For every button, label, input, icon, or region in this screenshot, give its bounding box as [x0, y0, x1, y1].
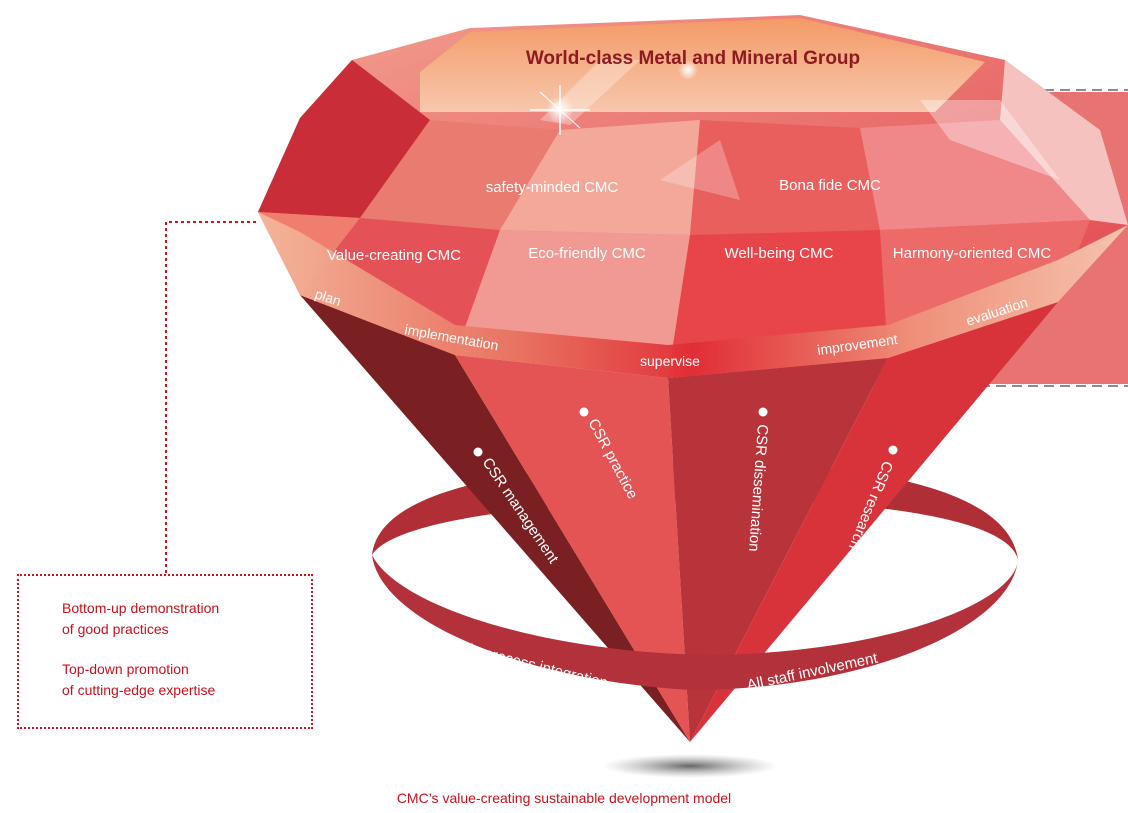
callout-line: of good practices [62, 621, 169, 637]
ring-front [372, 555, 1018, 690]
sparkle-icon [530, 60, 698, 135]
cycle-step-plan: plan [313, 286, 343, 309]
facet-label-well-being: Well-being CMC [725, 245, 834, 262]
gem-girdle [258, 212, 1128, 378]
cycle-step-supervise: supervise [640, 353, 700, 369]
facet-label-harmony: Harmony-oriented CMC [893, 245, 1052, 262]
gem-shadow [602, 754, 778, 778]
diagram-title: World-class Metal and Mineral Group [526, 48, 860, 69]
facet-label-bona-fide: Bona fide CMC [779, 177, 881, 194]
callout-line: Top-down promotion [62, 661, 189, 677]
gem-crown [258, 15, 1128, 378]
callout-line: of cutting-edge expertise [62, 682, 216, 698]
facet-label-value-creating: Value-creating CMC [327, 247, 461, 264]
callout-box: Bottom-up demonstration of good practice… [17, 574, 313, 729]
facet-label-safety: safety-minded CMC [486, 179, 619, 196]
diagram-caption: CMC’s value-creating sustainable develop… [396, 790, 732, 806]
callout-line: Bottom-up demonstration [62, 600, 220, 616]
callout-connector [165, 221, 256, 576]
facet-label-eco-friendly: Eco-friendly CMC [528, 245, 646, 262]
gem-pavilion [300, 295, 1058, 742]
